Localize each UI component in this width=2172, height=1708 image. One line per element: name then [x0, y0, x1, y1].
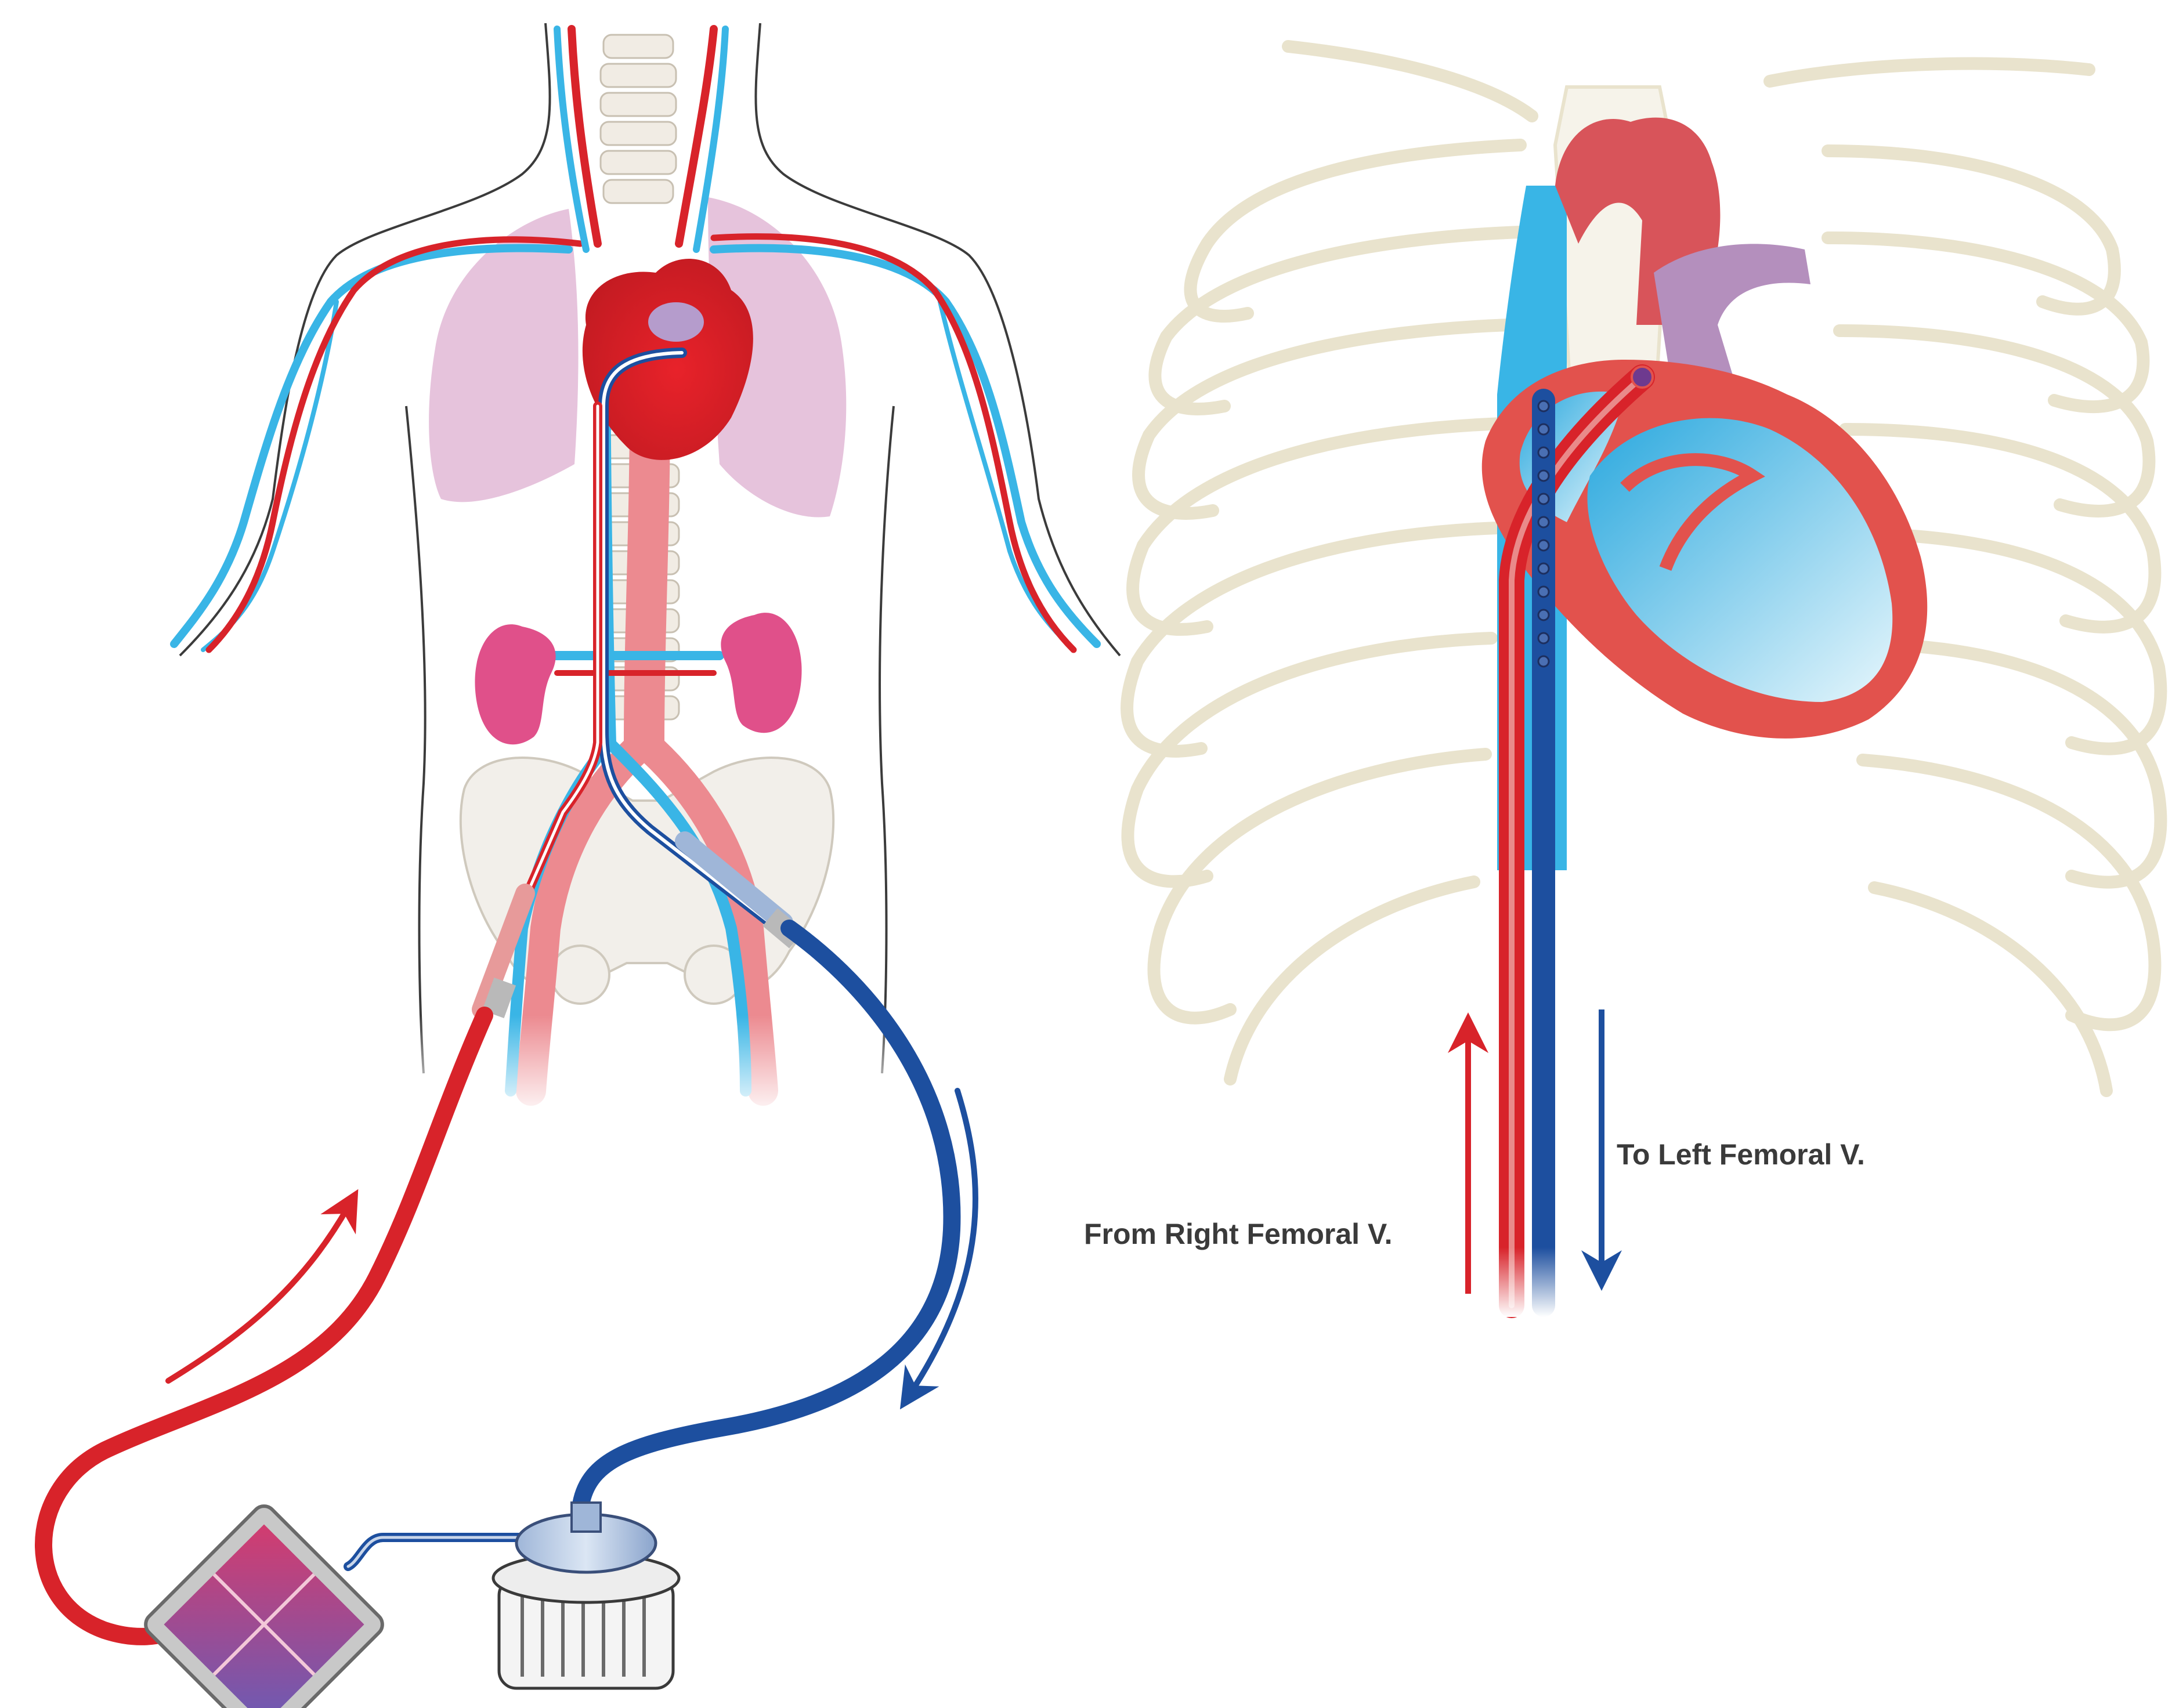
from-right-femoral-label: From Right Femoral V.: [1084, 1217, 1393, 1251]
oxygenator-icon: [141, 1501, 387, 1708]
left-kidney-icon: [475, 624, 555, 744]
pulmonary-artery: [1654, 244, 1810, 383]
to-left-femoral-label: To Left Femoral V.: [1617, 1138, 1865, 1171]
right-kidney-icon: [721, 613, 801, 733]
body-panel: [174, 23, 1120, 1120]
chest-panel: [1127, 46, 2160, 1317]
pump-icon: [493, 1503, 679, 1688]
